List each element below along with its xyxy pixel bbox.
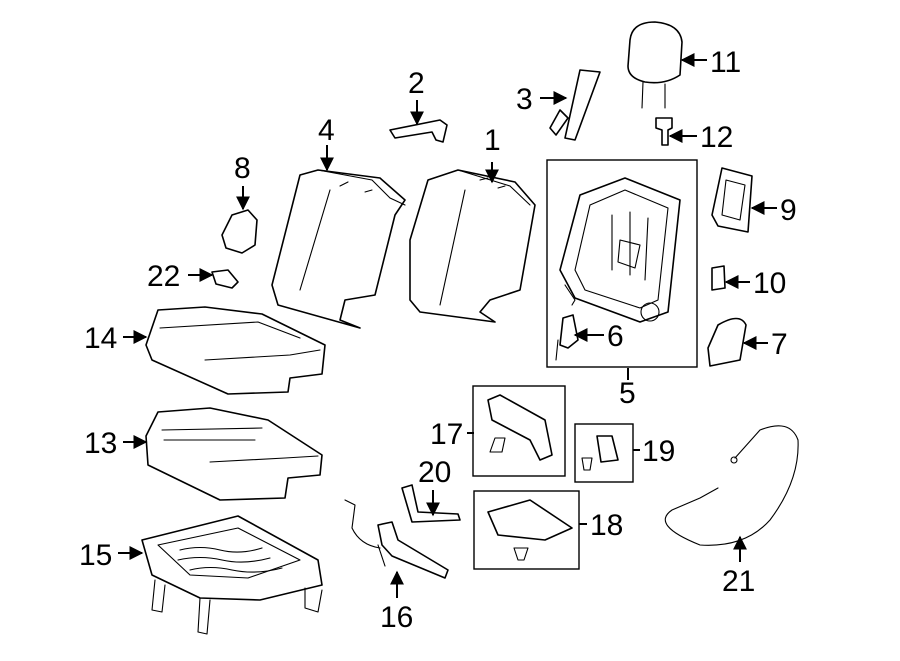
cushion-pad-part-13 [145,407,323,501]
callout-19: 19 [642,435,675,468]
cushion-cover-part-14 [145,306,326,395]
callout-11: 11 [710,46,741,79]
side-cover-part-7 [707,317,747,367]
cover-group-box-19 [574,423,634,483]
bracket-part-20 [401,484,461,523]
cover-group-box-17 [472,385,566,477]
clip-part-22 [211,269,239,289]
callout-5: 5 [619,377,636,410]
headrest-part-11 [627,21,683,109]
callout-4: 4 [318,114,335,147]
callout-12: 12 [700,121,733,154]
seat-frame-part-15 [141,515,323,635]
release-cable-part-21 [664,425,799,546]
callout-3: 3 [516,83,533,116]
callout-6: 6 [607,320,624,353]
harness-bracket-part-16 [344,499,449,579]
seat-back-pad-part-1 [409,169,536,323]
leader-arrows [118,53,777,598]
headrest-guide-part-12 [655,117,673,146]
bracket-part-2 [389,119,448,143]
back-panel-part-9 [711,167,753,233]
callout-8: 8 [234,152,251,185]
callout-13: 13 [84,427,117,460]
callout-15: 15 [79,539,112,572]
callout-18: 18 [590,509,623,542]
strap-part-3 [549,69,601,141]
release-button-part-10 [711,265,726,291]
callout-labels: 1 2 3 4 5 6 7 8 9 10 11 12 13 14 15 16 1… [79,46,797,634]
callout-17: 17 [430,418,463,451]
callout-16: 16 [380,601,413,634]
lower-cover-part-18 [487,499,573,561]
callout-22: 22 [147,260,180,293]
callout-20: 20 [418,456,451,489]
seat-back-cover-part-4 [271,169,406,329]
latch-part-6 [555,314,579,361]
callout-9: 9 [780,194,797,227]
frame-group-box [546,159,698,368]
cover-group-box-18 [473,490,580,570]
callout-10: 10 [753,267,786,300]
callout-7: 7 [771,328,788,361]
callout-14: 14 [84,322,117,355]
callout-21: 21 [722,565,755,598]
hinge-cover-part-8 [221,209,258,254]
small-cover-part-19 [581,435,619,471]
seat-back-frame-part-5 [559,177,681,323]
hinge-cover-part-17 [487,394,553,461]
callout-2: 2 [408,67,425,100]
callout-1: 1 [484,124,501,157]
